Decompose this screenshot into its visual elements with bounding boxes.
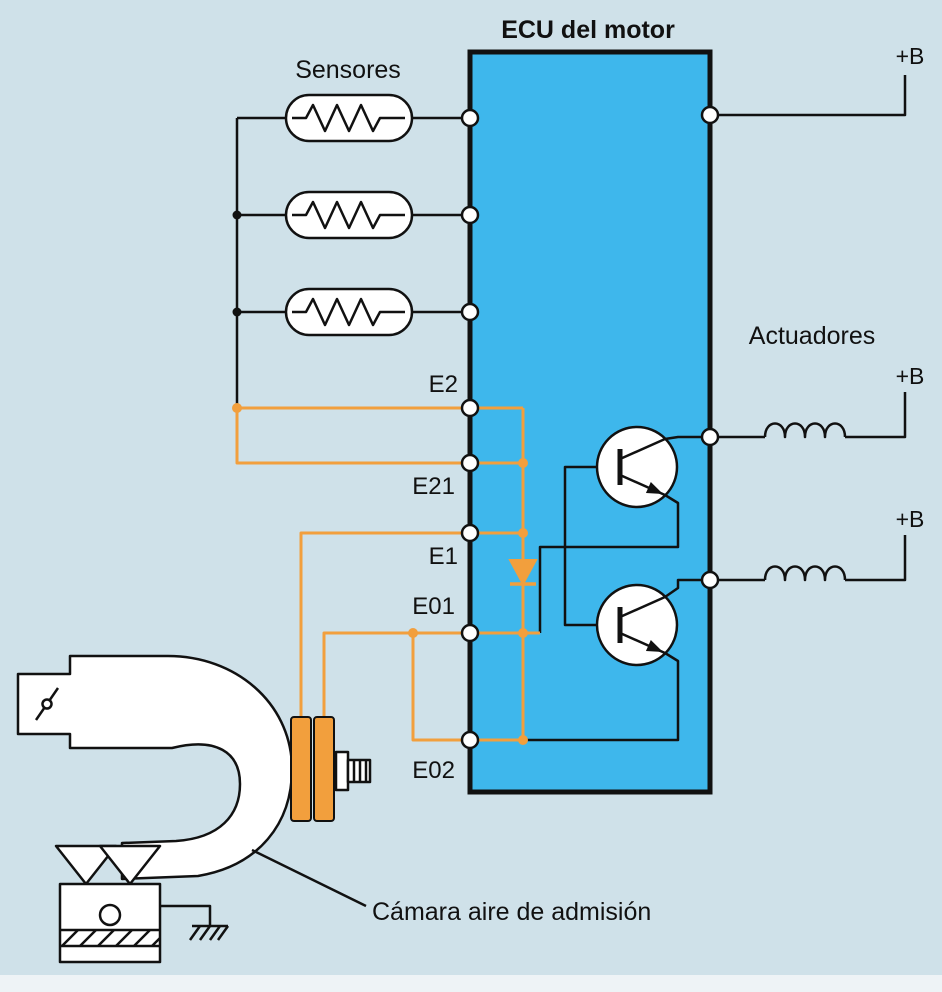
- coil-icon: [763, 565, 847, 582]
- engine-ground-icon: [160, 904, 230, 941]
- terminal-e2: [460, 398, 480, 418]
- engine-cylinder: [58, 882, 162, 964]
- connector-block: [290, 716, 312, 822]
- terminal-sensor3: [460, 302, 480, 322]
- bottom-strip: [0, 975, 942, 992]
- engine-piston-drawing: [54, 844, 367, 964]
- sensors-label: Sensores: [295, 56, 401, 84]
- diode-triangle: [508, 559, 538, 587]
- sensors-group: [232, 93, 462, 408]
- transistors-group: [526, 425, 702, 742]
- connector-block: [313, 716, 335, 822]
- resistor-icon: [292, 200, 405, 230]
- actuators-group: [718, 75, 907, 582]
- terminal-e02: [460, 730, 480, 750]
- junction-dot: [518, 735, 528, 745]
- terminal-actuator2: [700, 570, 720, 590]
- sensor-2: [284, 190, 414, 240]
- terminal-label-e02: E02: [412, 757, 455, 784]
- terminal-label-e2: E2: [429, 371, 458, 398]
- coil-icon: [763, 422, 847, 439]
- harness-connector: [290, 716, 372, 822]
- terminal-sensor1: [460, 108, 480, 128]
- ecu-title: ECU del motor: [501, 16, 675, 44]
- bolt-shaft-icon: [346, 758, 372, 784]
- sensor-body: [284, 93, 414, 143]
- power-label-top: +B: [896, 43, 925, 69]
- junction-dot: [518, 528, 528, 538]
- sensor-1: [284, 93, 414, 143]
- piston-hatching: [60, 928, 161, 948]
- actuators-label: Actuadores: [749, 322, 875, 350]
- e2-e21-wire: [235, 406, 462, 465]
- resistor-icon: [292, 103, 405, 133]
- terminal-label-e21: E21: [412, 473, 455, 500]
- terminal-sensor2: [460, 205, 480, 225]
- junction-dot: [408, 628, 418, 638]
- throttle-valve-pivot: [41, 698, 53, 710]
- terminal-label-e1: E1: [429, 543, 458, 570]
- e02-wire: [411, 633, 462, 742]
- resistor-icon: [292, 297, 405, 327]
- ecu-terminals: [460, 105, 720, 750]
- power-wires: [718, 75, 907, 582]
- sensor-wires: [235, 116, 462, 408]
- transistor2-collector-wire: [619, 578, 702, 619]
- intake-duct: [16, 654, 294, 881]
- sensor-body: [284, 190, 414, 240]
- power-label-bot: +B: [896, 506, 925, 532]
- transistor1-collector-wire: [619, 435, 702, 461]
- orange-junction-dots: [232, 403, 528, 745]
- terminal-label-e01: E01: [412, 593, 455, 620]
- terminal-b-plus: [700, 105, 720, 125]
- e1-wire: [299, 531, 462, 717]
- junction-dot: [232, 307, 242, 317]
- engine-valve-icon: [54, 844, 118, 886]
- bolt-head-icon: [334, 750, 350, 792]
- junction-dot: [518, 628, 528, 638]
- sensor-3: [284, 287, 414, 337]
- diode-icon: [508, 559, 538, 587]
- junction-dot: [232, 403, 242, 413]
- sensor-body: [284, 287, 414, 337]
- intake-label-leader-line: [251, 848, 367, 908]
- diagram-labels: ECU del motor Sensores Actuadores E2 E21…: [295, 16, 924, 926]
- terminal-actuator1: [700, 427, 720, 447]
- junction-dot: [518, 458, 528, 468]
- junction-dot: [232, 210, 242, 220]
- piston-pin-icon: [98, 903, 122, 927]
- intake-chamber-drawing: [16, 654, 294, 881]
- terminal-e21: [460, 453, 480, 473]
- emitter-arrow-icon: [645, 640, 663, 652]
- terminal-e01: [460, 623, 480, 643]
- emitter-arrow-icon: [645, 482, 663, 494]
- power-label-mid: +B: [896, 363, 925, 389]
- intake-label: Cámara aire de admisión: [372, 898, 651, 926]
- engine-valve-icon: [98, 844, 162, 886]
- terminal-e1: [460, 523, 480, 543]
- ecu-body: [467, 49, 713, 795]
